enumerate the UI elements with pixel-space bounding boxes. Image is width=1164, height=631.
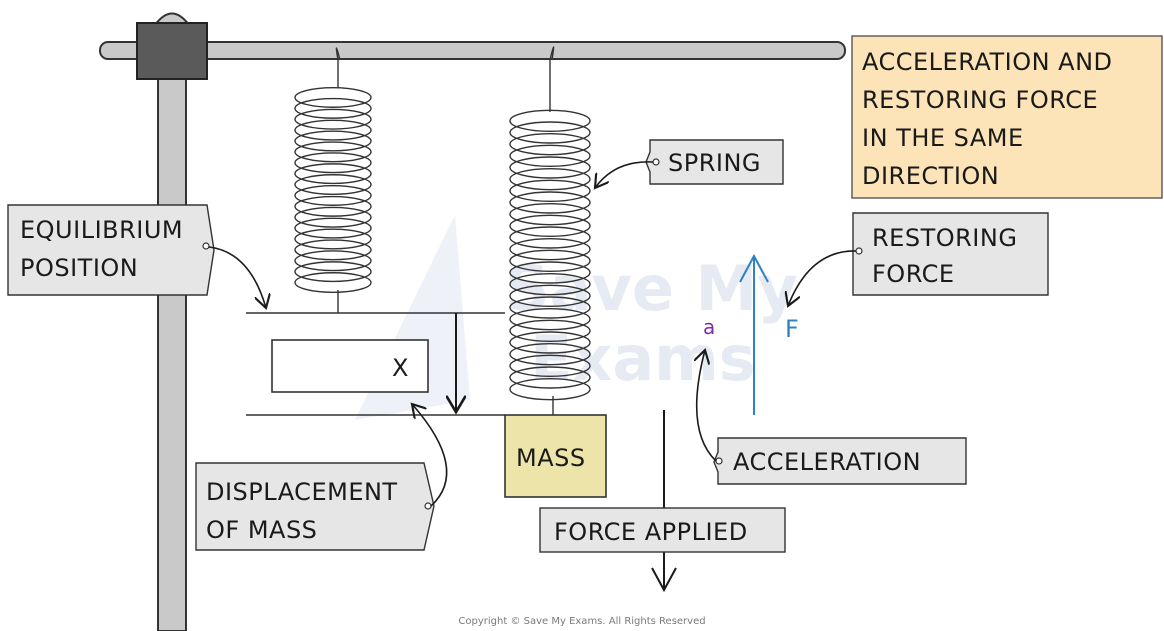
spring-coil	[294, 261, 372, 283]
right-spring	[509, 46, 591, 415]
spring-coil	[509, 284, 591, 308]
spring-coil	[509, 132, 591, 156]
spring-coil	[294, 97, 372, 119]
force-applied-label: FORCE APPLIED	[539, 507, 786, 553]
displacement-line-1: DISPLACEMENT	[206, 478, 398, 506]
highlight-box: ACCELERATION AND RESTORING FORCE IN THE …	[851, 35, 1163, 199]
spring-coil	[294, 86, 372, 108]
spring-coil	[509, 354, 591, 378]
acceleration-label: ACCELERATION	[697, 350, 967, 485]
highlight-line-3: IN THE SAME	[862, 124, 1024, 152]
retort-stand	[99, 12, 846, 631]
spring-coil	[509, 342, 591, 366]
restoring-force-label: RESTORING FORCE	[788, 212, 1049, 306]
spring-coil	[294, 272, 372, 294]
restoring-force-arrow	[739, 253, 769, 415]
equilibrium-line-1: EQUILIBRIUM	[20, 216, 183, 244]
mass-box	[504, 414, 607, 498]
highlight-line-4: DIRECTION	[862, 162, 999, 190]
spring-coil	[509, 121, 591, 144]
spring-coil	[294, 250, 372, 272]
displacement-label: DISPLACEMENT OF MASS	[195, 404, 448, 551]
spring-coil	[509, 156, 591, 179]
spring-label-text: SPRING	[668, 149, 761, 177]
spring-coil	[509, 377, 591, 401]
watermark-line-2: Exams	[530, 322, 756, 395]
stand-pole	[157, 39, 187, 631]
spring-coil	[294, 239, 372, 261]
force-applied-arrow	[651, 410, 677, 593]
equilibrium-label: EQUILIBRIUM POSITION	[7, 204, 266, 308]
spring-coil	[509, 167, 591, 191]
spring-coil	[509, 109, 591, 133]
spring-coil	[294, 152, 372, 174]
mass-label: MASS	[516, 444, 586, 472]
left-spring	[294, 47, 372, 313]
copyright-text: Copyright © Save My Exams. All Rights Re…	[458, 616, 705, 627]
spring-coil	[509, 214, 591, 238]
stand-crossbar	[99, 41, 846, 60]
spring-coil	[509, 319, 591, 343]
spring-coil	[294, 163, 372, 185]
spring-coil	[509, 249, 591, 273]
spring-coil	[294, 217, 372, 239]
spring-coil	[294, 174, 372, 196]
highlight-line-1: ACCELERATION AND	[862, 48, 1113, 76]
displacement-symbol: X	[392, 354, 409, 382]
spring-coil	[509, 307, 591, 331]
spring-coil	[509, 331, 591, 354]
highlight-line-2: RESTORING FORCE	[862, 86, 1098, 114]
spring-coil	[509, 296, 591, 319]
spring-coil	[294, 119, 372, 141]
spring-coil	[509, 366, 591, 389]
spring-coil	[509, 237, 591, 261]
force-applied-label-text: FORCE APPLIED	[554, 518, 748, 546]
spring-coil	[294, 184, 372, 206]
spring-label: SPRING	[595, 139, 784, 188]
displacement-line-2: OF MASS	[206, 516, 317, 544]
stand-clamp	[136, 22, 208, 80]
spring-coil	[509, 191, 591, 214]
spring-coil	[294, 130, 372, 152]
spring-coil	[509, 179, 591, 203]
restoring-line-1: RESTORING	[872, 224, 1017, 252]
equilibrium-line-2: POSITION	[20, 254, 138, 282]
spring-coil	[294, 108, 372, 130]
acceleration-label-text: ACCELERATION	[733, 448, 921, 476]
spring-coil	[294, 195, 372, 217]
spring-coil	[509, 272, 591, 296]
restoring-line-2: FORCE	[872, 260, 955, 288]
spring-coil	[294, 141, 372, 163]
spring-coil	[509, 144, 591, 168]
displacement-box: X	[271, 339, 429, 393]
acceleration-symbol: a	[703, 315, 715, 339]
spring-coil	[509, 226, 591, 249]
force-symbol: F	[785, 315, 799, 343]
spring-coil	[294, 206, 372, 228]
mass-block: MASS	[504, 414, 607, 498]
spring-coil	[509, 261, 591, 284]
spring-coil	[509, 202, 591, 226]
spring-coil	[294, 228, 372, 250]
